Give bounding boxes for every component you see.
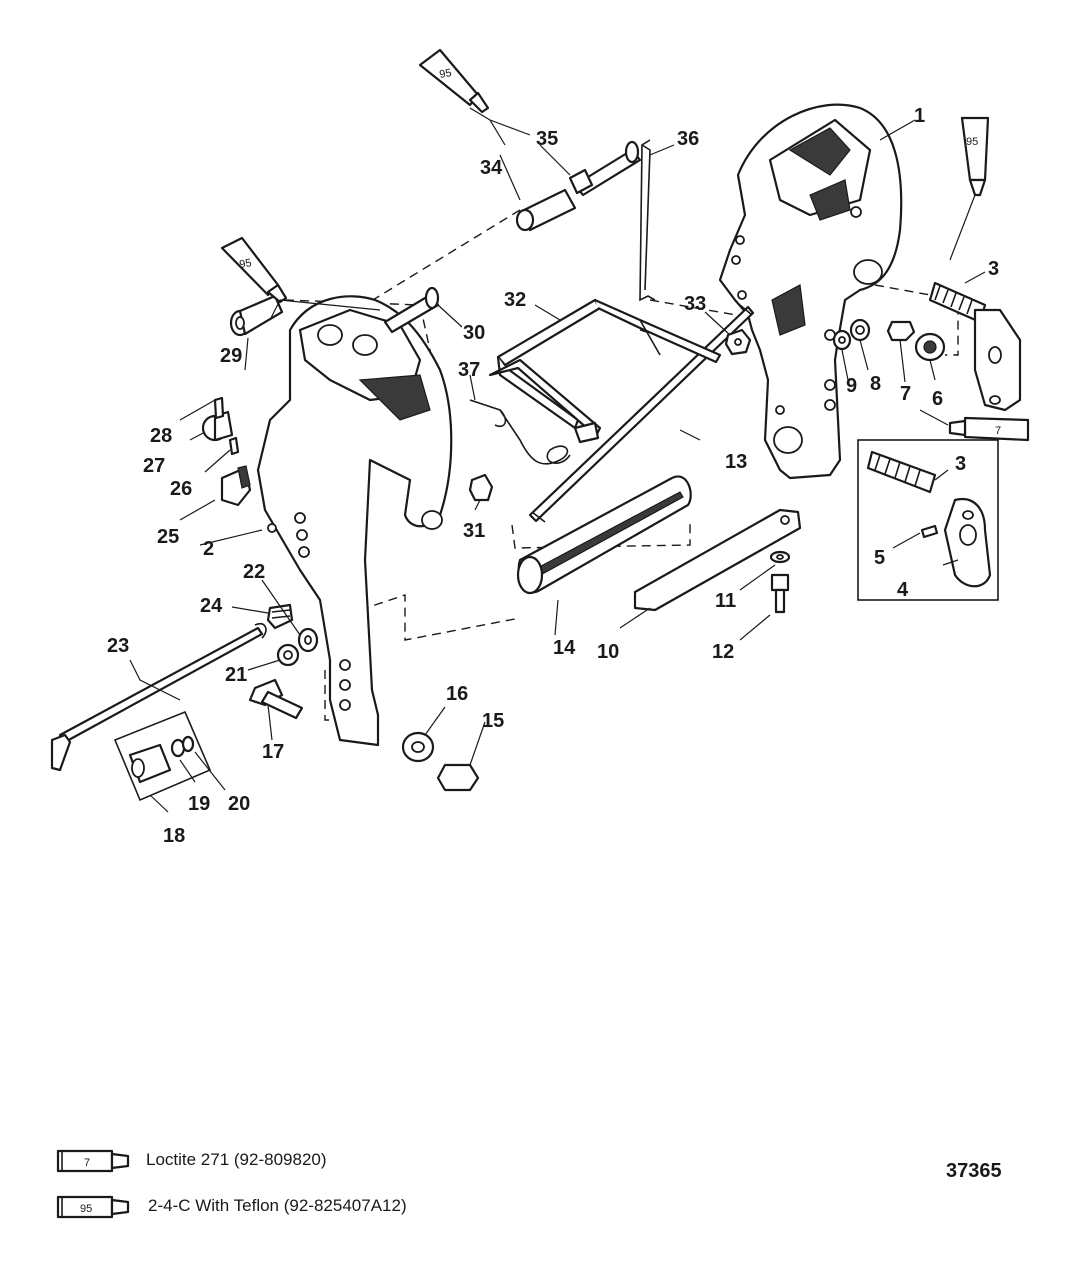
callout-24: 24 xyxy=(200,595,223,617)
callout-7: 7 xyxy=(900,383,911,405)
right-clamp-bracket xyxy=(718,103,903,480)
callout-34: 34 xyxy=(480,157,503,179)
callout-16: 16 xyxy=(446,683,468,705)
tilt-lock-spring xyxy=(469,399,571,465)
tilt-lock-frame xyxy=(488,298,722,444)
callout-31: 31 xyxy=(463,520,485,542)
callout-36: 36 xyxy=(677,128,699,150)
grease-tube-95-right: 95 xyxy=(960,116,990,197)
left-clamp-bracket xyxy=(256,295,453,747)
callout-5: 5 xyxy=(874,547,885,569)
tube-code-7: 7 xyxy=(995,425,1001,437)
callout-15: 15 xyxy=(482,710,504,732)
callout-23: 23 xyxy=(107,635,129,657)
callout-3: 3 xyxy=(988,258,999,280)
callout-1: 1 xyxy=(914,105,925,127)
callout-19: 19 xyxy=(188,793,210,815)
callout-20: 20 xyxy=(228,793,250,815)
upper-pin xyxy=(383,286,440,334)
grease-tube-7-right: 7 xyxy=(948,416,1030,442)
tube-code-95c: 95 xyxy=(966,136,978,148)
bushing-inset xyxy=(113,710,212,802)
callout-28: 28 xyxy=(150,425,172,447)
small-nuts-left xyxy=(266,603,319,667)
locknut-31 xyxy=(468,473,494,502)
callout-25: 25 xyxy=(157,526,179,548)
grease-tube-95-left: 95 xyxy=(220,236,288,304)
callout-2: 2 xyxy=(203,538,214,560)
callout-14: 14 xyxy=(553,637,576,659)
tie-rod xyxy=(528,304,755,523)
legend-row-loctite: Loctite 271 (92-809820) xyxy=(146,1150,327,1170)
callout-22: 22 xyxy=(243,561,265,583)
legend-tube-95: 95 xyxy=(56,1195,130,1219)
callout-30: 30 xyxy=(463,322,485,344)
callout-12: 12 xyxy=(712,641,734,663)
legend-tube-7: 7 xyxy=(56,1149,130,1173)
pins-and-caps-left xyxy=(201,294,284,507)
callout-27: 27 xyxy=(143,455,165,477)
legend-text-teflon: 2-4-C With Teflon (92-825407A12) xyxy=(148,1196,407,1215)
callout-18: 18 xyxy=(163,825,185,847)
leader-lines xyxy=(129,107,986,813)
retainer-wire xyxy=(639,139,656,302)
locknut-33 xyxy=(724,328,752,356)
inset-detail-box xyxy=(857,439,999,601)
support-tube xyxy=(516,475,692,595)
callout-6: 6 xyxy=(932,388,943,410)
tube-code-95a: 95 xyxy=(438,67,452,81)
legend-text-loctite: Loctite 271 (92-809820) xyxy=(146,1150,327,1169)
pivot-pin-assembly xyxy=(515,140,642,232)
callout-33: 33 xyxy=(684,293,706,315)
legend-code-95: 95 xyxy=(80,1203,92,1215)
callout-17: 17 xyxy=(262,741,284,763)
callout-10: 10 xyxy=(597,641,619,663)
callout-4: 4 xyxy=(897,579,909,601)
callout-8: 8 xyxy=(870,373,881,395)
tube-code-95b: 95 xyxy=(238,257,252,271)
callout-labels: 1 2 3 3 4 5 6 7 8 9 10 11 12 13 14 15 16… xyxy=(107,105,999,847)
callout-29: 29 xyxy=(220,345,242,367)
callout-11: 11 xyxy=(715,590,736,612)
washers-and-nuts-right xyxy=(832,318,946,362)
grease-tube-95-top: 95 xyxy=(418,48,490,114)
callout-9: 9 xyxy=(846,375,857,397)
swivel-bolt xyxy=(928,281,1022,412)
legend-row-teflon: 2-4-C With Teflon (92-825407A12) xyxy=(148,1196,407,1216)
callout-37: 37 xyxy=(458,359,480,381)
tilt-lever xyxy=(50,622,267,772)
callout-21: 21 xyxy=(225,664,247,686)
callout-32: 32 xyxy=(504,289,526,311)
plate-and-screw xyxy=(633,508,802,614)
callout-13: 13 xyxy=(725,451,747,473)
callout-3-inset: 3 xyxy=(955,453,966,475)
callout-26: 26 xyxy=(170,478,192,500)
drawing-number: 37365 xyxy=(946,1160,1002,1182)
legend-code-7: 7 xyxy=(84,1157,90,1169)
callout-35: 35 xyxy=(536,128,558,150)
